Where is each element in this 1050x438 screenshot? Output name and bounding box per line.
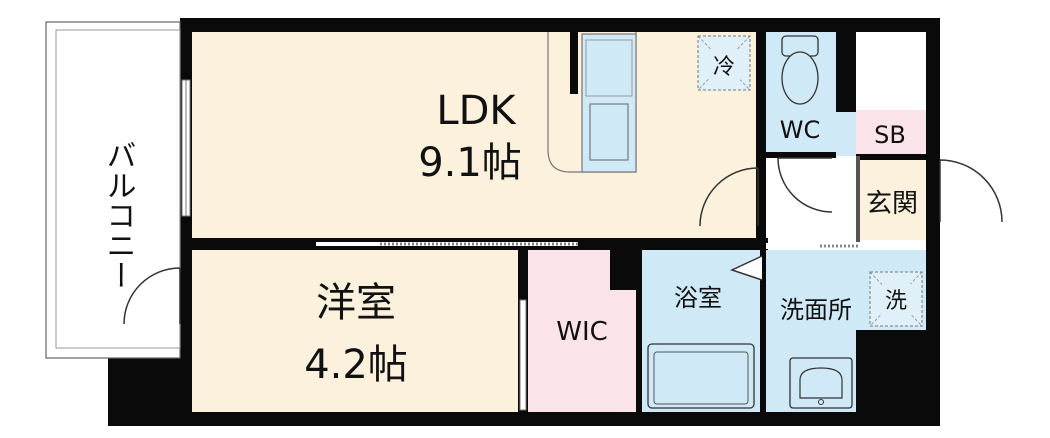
- western-room-label: 洋室: [316, 280, 396, 326]
- bathtub-icon: [647, 343, 755, 409]
- wall-wash-bottom-block: [856, 330, 926, 412]
- balcony-label: バルコニー: [101, 140, 136, 290]
- balcony-inner-rail: [55, 29, 181, 349]
- wall-wic-bath-2: [636, 250, 642, 412]
- wc-label: WC: [780, 116, 821, 144]
- ldk-size-label: 9.1帖: [418, 140, 522, 186]
- fridge-label: 冷: [713, 55, 735, 80]
- ldk-label: LDK: [436, 88, 517, 134]
- bath-door-swing: [729, 255, 763, 281]
- wall-sb-bottom: [856, 154, 926, 160]
- western-room-size-label: 4.2帖: [304, 342, 408, 388]
- wall-entrance-left: [856, 156, 860, 242]
- wall-kitchen-stub: [570, 32, 578, 94]
- wall-bath-wash: [760, 250, 766, 412]
- outer-wall-top: [180, 18, 940, 32]
- washroom-label: 洗面所: [780, 296, 852, 324]
- entrance-label: 玄関: [866, 189, 918, 219]
- western-room: [192, 250, 518, 412]
- wall-wc-right: [836, 32, 856, 112]
- outer-wall-bottom: [108, 412, 940, 426]
- kitchen-sink-icon: [589, 103, 629, 161]
- outer-wall-right: [926, 18, 940, 426]
- fridge-label-bg: [710, 50, 740, 80]
- hall-door-swing: [699, 167, 759, 227]
- wall-wc-bottom: [766, 152, 836, 158]
- toilet-bowl-icon: [781, 51, 819, 105]
- entrance-room: [858, 160, 926, 240]
- wic-window: [519, 299, 527, 411]
- wall-ldk-wc: [756, 32, 766, 242]
- wc-door-swing: [777, 157, 833, 213]
- washer-label: 洗: [885, 289, 907, 314]
- kitchen-counter-outline: [547, 32, 637, 173]
- wash-drain-icon: [818, 399, 824, 405]
- washer-label-bg: [882, 284, 912, 314]
- kitchen-stove-icon: [585, 39, 633, 97]
- balcony-door-swing: [123, 267, 181, 325]
- sb-label: SB: [874, 121, 906, 149]
- bathtub-inner-icon: [653, 351, 749, 405]
- sb-room: [856, 110, 926, 156]
- wic-label: WIC: [556, 317, 608, 347]
- entrance-door-swing: [939, 159, 1003, 223]
- hallway: [766, 156, 858, 244]
- ldk-room: [192, 32, 760, 238]
- bathroom-label: 浴室: [674, 284, 722, 312]
- wash-bowl-icon: [799, 367, 843, 399]
- balcony-area: [45, 21, 181, 359]
- outer-wall-corner-block: [108, 350, 192, 426]
